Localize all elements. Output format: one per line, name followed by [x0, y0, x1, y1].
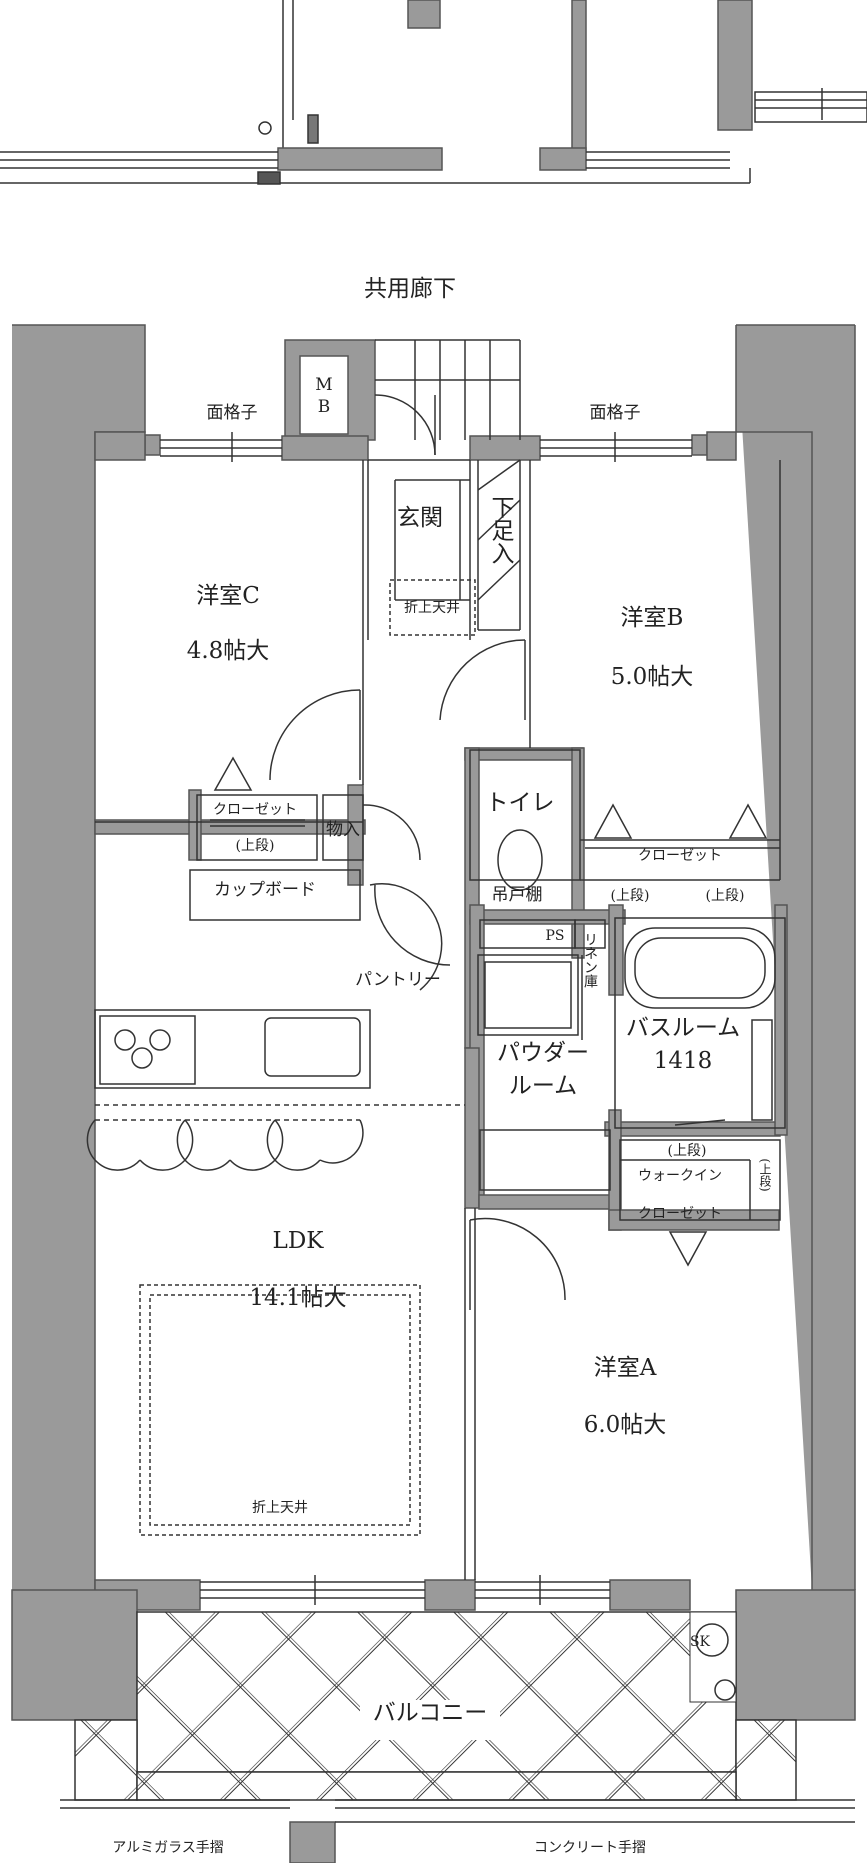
balcony-label: バルコニー — [373, 1700, 488, 1726]
mb-label-m: M — [315, 375, 332, 395]
bathroom-label: バスルーム — [626, 1015, 740, 1041]
ldk-size: 14.1帖大 — [249, 1285, 346, 1311]
storage-label: 物入 — [326, 820, 360, 840]
linen-label: リネン庫 — [582, 932, 598, 988]
room-a-name: 洋室A — [594, 1355, 657, 1381]
room-b-size: 5.0帖大 — [611, 664, 694, 690]
ps-label: PS — [545, 928, 564, 944]
pantry-label: パントリー — [355, 970, 441, 990]
toilet-label: トイレ — [486, 790, 555, 816]
wic-closet-label: クローゼット — [638, 1206, 722, 1222]
cupboard-label: カップボード — [214, 880, 316, 900]
bath-size-label: 1418 — [654, 1048, 713, 1074]
balcony-area — [60, 1611, 855, 1823]
concrete-rail-label: コンクリート手摺 — [534, 1840, 646, 1856]
wic-upper-label: (上段) — [668, 1143, 707, 1159]
lattice-right-label: 面格子 — [590, 403, 641, 423]
closet-b-label: クローゼット — [638, 848, 722, 864]
room-b-name: 洋室B — [621, 605, 684, 631]
powder-room-label-2: ルーム — [509, 1073, 577, 1099]
room-c-size: 4.8帖大 — [187, 638, 270, 664]
upper-unit-fragment — [0, 0, 867, 185]
sk-label: SK — [690, 1634, 711, 1650]
entrance-label: 玄関 — [397, 505, 443, 531]
closet-c-upper-label: (上段) — [236, 838, 275, 854]
partitions — [86, 339, 786, 1605]
closet-b-upper-2-label: (上段) — [706, 888, 745, 904]
wic-label: ウォークイン — [638, 1168, 722, 1184]
fold-ceiling-entrance-label: 折上天井 — [404, 600, 460, 616]
fold-ceiling-ldk-label: 折上天井 — [252, 1500, 308, 1516]
closet-c-label: クローゼット — [213, 802, 297, 818]
hanging-shelf-label: 吊戸棚 — [492, 885, 543, 905]
wic-upper-side-label: (上段) — [758, 1158, 772, 1191]
ldk-name: LDK — [273, 1228, 325, 1254]
powder-room-label-1: パウダー — [497, 1040, 589, 1066]
room-c-name: 洋室C — [196, 583, 260, 609]
room-a-size: 6.0帖大 — [584, 1412, 667, 1438]
lattice-left-label: 面格子 — [207, 403, 258, 423]
shoe-box-label: 下足入 — [487, 496, 515, 565]
mb-label-b: B — [318, 397, 331, 417]
glass-rail-label: アルミガラス手摺 — [112, 1840, 224, 1856]
closet-b-upper-1-label: (上段) — [611, 888, 650, 904]
corridor-label: 共用廊下 — [364, 276, 456, 302]
room-labels: 共用廊下 面格子 面格子 M B 玄関 下足入 折上天井 洋室C 4.8帖大 洋… — [112, 276, 772, 1856]
